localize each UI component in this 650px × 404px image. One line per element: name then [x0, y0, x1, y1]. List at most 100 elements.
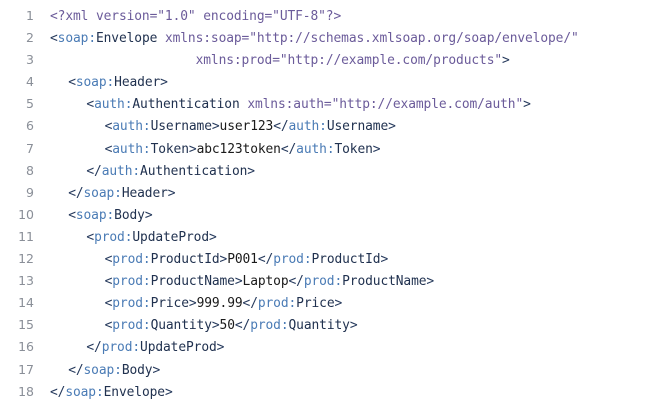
code-token: </: [86, 340, 102, 356]
code-token: >: [349, 318, 358, 334]
code-token: prod:: [273, 252, 312, 268]
code-token: UpdateProd: [132, 229, 209, 245]
line-content[interactable]: </soap:Header>: [34, 183, 650, 205]
code-line[interactable]: 4<soap:Header>: [0, 71, 650, 93]
code-token: </: [86, 163, 102, 179]
line-content[interactable]: <soap:Header>: [34, 72, 650, 94]
code-token: </: [288, 274, 304, 290]
line-number: 15: [18, 317, 34, 333]
code-token: xmlns:soap="http://schemas.xmlsoap.org/s…: [164, 31, 579, 47]
line-content[interactable]: </soap:Envelope>: [34, 382, 650, 404]
code-token: >: [234, 274, 243, 290]
code-line[interactable]: 15<prod:Quantity>50</prod:Quantity>: [0, 314, 650, 336]
code-token: >: [247, 163, 255, 179]
code-line[interactable]: 2<soap:Envelope xmlns:soap="http://schem…: [0, 27, 650, 49]
line-number: 8: [26, 162, 34, 178]
code-token: soap:: [83, 362, 122, 378]
code-token: <: [86, 229, 95, 245]
code-token: auth:: [101, 163, 141, 179]
code-token: Body: [121, 362, 153, 378]
code-token: user123: [219, 119, 274, 135]
code-line[interactable]: 8</auth:Authentication>: [0, 160, 650, 182]
line-number: 11: [18, 228, 34, 244]
code-token: >: [426, 274, 435, 290]
code-token: </: [257, 252, 274, 268]
line-content[interactable]: <auth:Authentication xmlns:auth="http://…: [34, 94, 650, 116]
code-token: auth:: [296, 141, 335, 157]
line-content[interactable]: </auth:Authentication>: [34, 161, 650, 183]
line-content[interactable]: <prod:UpdateProd>: [34, 227, 650, 249]
code-token: prod:: [112, 252, 151, 268]
code-token: Price: [150, 296, 189, 312]
code-line[interactable]: 14<prod:Price>999.99</prod:Price>: [0, 292, 650, 314]
code-token: </: [242, 296, 258, 312]
line-content[interactable]: </soap:Body>: [34, 360, 650, 382]
line-content[interactable]: xmlns:prod="http://example.com/products"…: [34, 50, 650, 72]
line-content[interactable]: <?xml version="1.0" encoding="UTF-8"?>: [34, 6, 650, 28]
code-token: <: [68, 75, 76, 91]
code-token: prod:: [112, 274, 151, 290]
code-token: <?xml version="1.0" encoding="UTF-8"?>: [50, 9, 342, 24]
line-content[interactable]: </prod:UpdateProd>: [34, 337, 650, 359]
line-content[interactable]: <auth:Token>abc123token</auth:Token>: [34, 139, 650, 161]
code-token: >: [188, 296, 197, 312]
code-line[interactable]: 10<soap:Body>: [0, 204, 650, 226]
line-content[interactable]: <soap:Body>: [34, 205, 650, 227]
code-token: <: [104, 318, 113, 334]
code-token: >: [216, 340, 225, 356]
code-token: >: [502, 53, 510, 69]
code-token: >: [372, 141, 381, 157]
code-token: Token: [334, 141, 373, 157]
code-token: prod:: [112, 296, 151, 312]
code-token: ProductId: [150, 252, 220, 268]
code-token: P001: [227, 252, 258, 268]
code-line[interactable]: 5<auth:Authentication xmlns:auth="http:/…: [0, 93, 650, 115]
code-token: >: [160, 75, 168, 91]
code-token: <: [104, 274, 113, 290]
code-line-list: 1<?xml version="1.0" encoding="UTF-8"?>2…: [0, 5, 650, 403]
line-content[interactable]: <prod:ProductName>Laptop</prod:ProductNa…: [34, 271, 650, 293]
code-line[interactable]: 6<auth:Username>user123</auth:Username>: [0, 115, 650, 137]
line-number: 7: [26, 140, 34, 156]
line-number: 14: [18, 295, 34, 311]
code-token: soap:: [75, 207, 115, 223]
code-token: prod:: [101, 340, 141, 356]
code-token: [157, 31, 165, 46]
code-line[interactable]: 12<prod:ProductId>P001</prod:ProductId>: [0, 248, 650, 270]
line-content[interactable]: <soap:Envelope xmlns:soap="http://schema…: [34, 28, 650, 50]
line-content[interactable]: <prod:Price>999.99</prod:Price>: [34, 293, 650, 315]
code-token: Authentication: [132, 97, 240, 113]
code-line[interactable]: 18</soap:Envelope>: [0, 381, 650, 403]
line-number: 13: [18, 273, 34, 289]
code-token: >: [219, 252, 228, 268]
code-line[interactable]: 9</soap:Header>: [0, 182, 650, 204]
code-line[interactable]: 7<auth:Token>abc123token</auth:Token>: [0, 138, 650, 160]
code-token: 50: [219, 318, 235, 334]
code-token: <: [104, 296, 113, 312]
line-number: 17: [18, 361, 34, 377]
line-number: 6: [26, 118, 34, 134]
code-token: >: [523, 97, 531, 113]
code-token: <: [104, 141, 113, 157]
code-line[interactable]: 1<?xml version="1.0" encoding="UTF-8"?>: [0, 5, 650, 27]
code-line[interactable]: 17</soap:Body>: [0, 359, 650, 381]
line-number: 3: [26, 52, 34, 68]
code-token: ProductId: [311, 252, 381, 268]
code-token: <: [104, 119, 113, 135]
line-content[interactable]: <prod:ProductId>P001</prod:ProductId>: [34, 249, 650, 271]
code-token: >: [167, 185, 176, 201]
code-token: </: [280, 141, 297, 157]
code-line[interactable]: 13<prod:ProductName>Laptop</prod:Product…: [0, 270, 650, 292]
code-token: Price: [296, 296, 335, 312]
code-line[interactable]: 11<prod:UpdateProd>: [0, 226, 650, 248]
code-line[interactable]: 16</prod:UpdateProd>: [0, 336, 650, 358]
line-content[interactable]: <auth:Username>user123</auth:Username>: [34, 116, 650, 138]
code-token: >: [334, 296, 343, 312]
code-token: >: [211, 119, 220, 135]
line-content[interactable]: <prod:Quantity>50</prod:Quantity>: [34, 315, 650, 337]
line-number: 10: [18, 206, 34, 222]
line-number: 9: [26, 184, 34, 200]
code-token: >: [152, 362, 161, 378]
